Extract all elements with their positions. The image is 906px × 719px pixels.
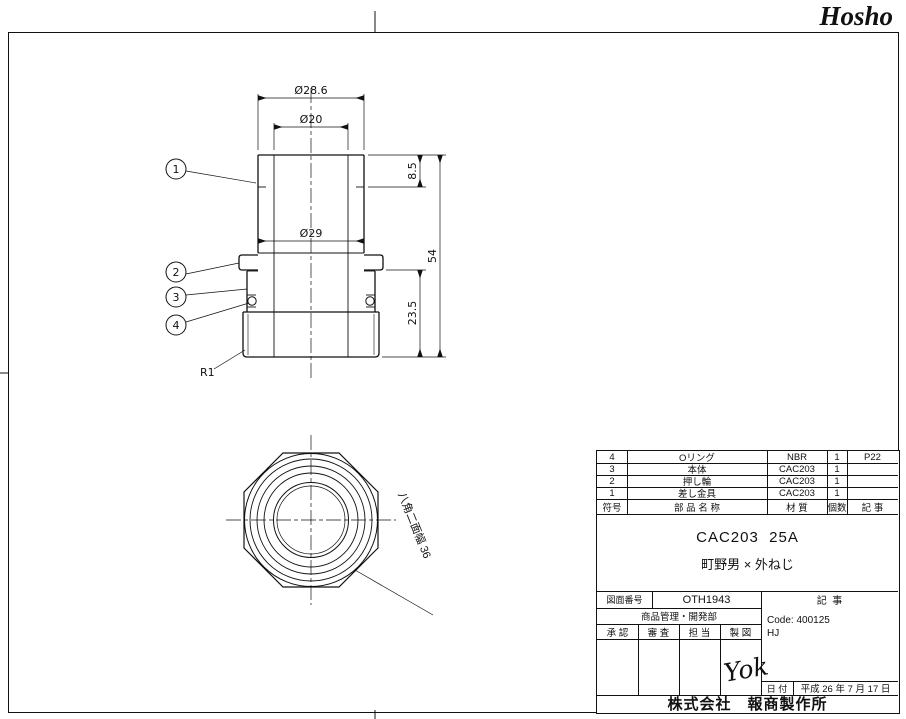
- approval-header-draft: 製 図: [729, 627, 752, 639]
- dimension-lines: [257, 94, 446, 358]
- side-view: [238, 88, 384, 380]
- balloon-1: [165, 158, 187, 180]
- dim-tip-height: 8.5: [406, 162, 419, 180]
- parts-header-qty: 個数: [827, 502, 847, 514]
- grid-line: [597, 695, 898, 696]
- grid-line: [720, 624, 721, 695]
- balloon-3: [165, 286, 187, 308]
- grid-line: [652, 591, 653, 608]
- grid-line: [761, 681, 898, 682]
- dimension-labels: Ø28.6 Ø20 Ø29 8.5 54 23.5 R1: [200, 84, 439, 379]
- o-ring-right: [365, 296, 375, 306]
- hex-width-leader: [354, 569, 434, 616]
- approval-header-approve: 承 認: [606, 627, 629, 639]
- part-no: 2: [609, 475, 615, 487]
- parts-header-note: 記 事: [861, 502, 884, 514]
- part-name: 本体: [687, 465, 707, 476]
- part-name: Oリング: [679, 453, 715, 464]
- grid-line: [638, 624, 639, 695]
- title-block: 4 Oリング NBR 1 P22 3 本体 CAC203 1 2 押し輪 CAC…: [596, 450, 900, 714]
- part-qty: 1: [834, 451, 840, 463]
- approval-header-charge: 担 当: [688, 627, 711, 639]
- grid-line: [793, 681, 794, 695]
- department: 商品管理・開発部: [640, 612, 717, 623]
- octagon-outline: [243, 452, 379, 588]
- company-name: 株式会社 報商製作所: [667, 696, 828, 713]
- hex-width-label: 八角二面幅 36: [395, 490, 433, 560]
- balloon-4: [165, 314, 187, 336]
- dim-sleeve-diameter: Ø29: [300, 227, 323, 240]
- grid-line: [627, 451, 628, 514]
- grid-line: [597, 475, 898, 476]
- grid-line: [827, 451, 828, 514]
- code-value: Code: 400125: [767, 615, 830, 626]
- approval-header-review: 審 査: [647, 627, 670, 639]
- part-material: CAC203: [779, 463, 815, 475]
- grid-line: [679, 624, 680, 695]
- balloon-3-number: 3: [173, 291, 180, 304]
- grid-line: [767, 451, 768, 514]
- grid-line: [597, 591, 898, 592]
- dim-tip-outer-diameter: Ø28.6: [294, 84, 327, 97]
- part-qty: 1: [834, 463, 840, 475]
- side-view-inner-lines: [247, 155, 375, 357]
- part-note: [847, 487, 898, 499]
- code-value-2: HJ: [767, 627, 780, 639]
- part-name: 差し金具: [677, 489, 716, 500]
- drawing-no-label: 図面番号: [606, 595, 643, 605]
- grid-line: [597, 608, 761, 609]
- product-description: 町野男 × 外ねじ: [701, 556, 794, 572]
- balloon-1-number: 1: [173, 163, 180, 176]
- grid-line: [597, 487, 898, 488]
- o-ring-left: [247, 296, 257, 306]
- leader-lines: [185, 170, 257, 370]
- part-no: 3: [609, 463, 615, 475]
- balloon-callouts: 1 2 3 4: [165, 158, 257, 370]
- date-value: 平成 26 年 7 月 17 日: [800, 684, 891, 695]
- parts-header-name: 部 品 名 称: [674, 502, 720, 514]
- balloon-2: [165, 261, 187, 283]
- grid-line: [597, 463, 898, 464]
- parts-header-material: 材 質: [786, 502, 808, 514]
- grid-line: [847, 451, 848, 514]
- part-note: [847, 463, 898, 475]
- part-no: 1: [609, 487, 615, 499]
- part-material: NBR: [786, 451, 808, 463]
- registration-ticks: [0, 11, 376, 719]
- drawing-no-value: OTH1943: [682, 593, 731, 606]
- side-view-outline: [238, 154, 384, 358]
- part-qty: 1: [834, 475, 840, 487]
- notes-content: Code: 400125 HJ: [767, 615, 892, 647]
- dim-total-height: 54: [426, 249, 439, 263]
- dim-fillet-radius: R1: [200, 366, 215, 379]
- balloon-4-number: 4: [173, 319, 180, 332]
- dim-bore-diameter: Ø20: [300, 113, 323, 126]
- parts-header-no: 符号: [602, 502, 622, 514]
- front-view: 八角二面幅 36: [226, 435, 434, 616]
- grid-line: [597, 514, 898, 515]
- notes-header: 記 事: [816, 596, 843, 607]
- part-note: P22: [864, 451, 881, 463]
- part-no: 4: [609, 451, 615, 463]
- balloon-2-number: 2: [173, 266, 180, 279]
- part-material: CAC203: [779, 475, 815, 487]
- part-qty: 1: [834, 487, 840, 499]
- part-name: 押し輪: [682, 477, 712, 488]
- grid-line: [597, 499, 898, 500]
- product-code: CAC203 25A: [696, 528, 799, 546]
- dim-thread-height: 23.5: [406, 301, 419, 326]
- part-note: [847, 475, 898, 487]
- part-material: CAC203: [779, 487, 815, 499]
- date-label: 日 付: [766, 683, 788, 694]
- grid-line: [761, 591, 762, 695]
- company-logo: Hosho: [819, 1, 893, 31]
